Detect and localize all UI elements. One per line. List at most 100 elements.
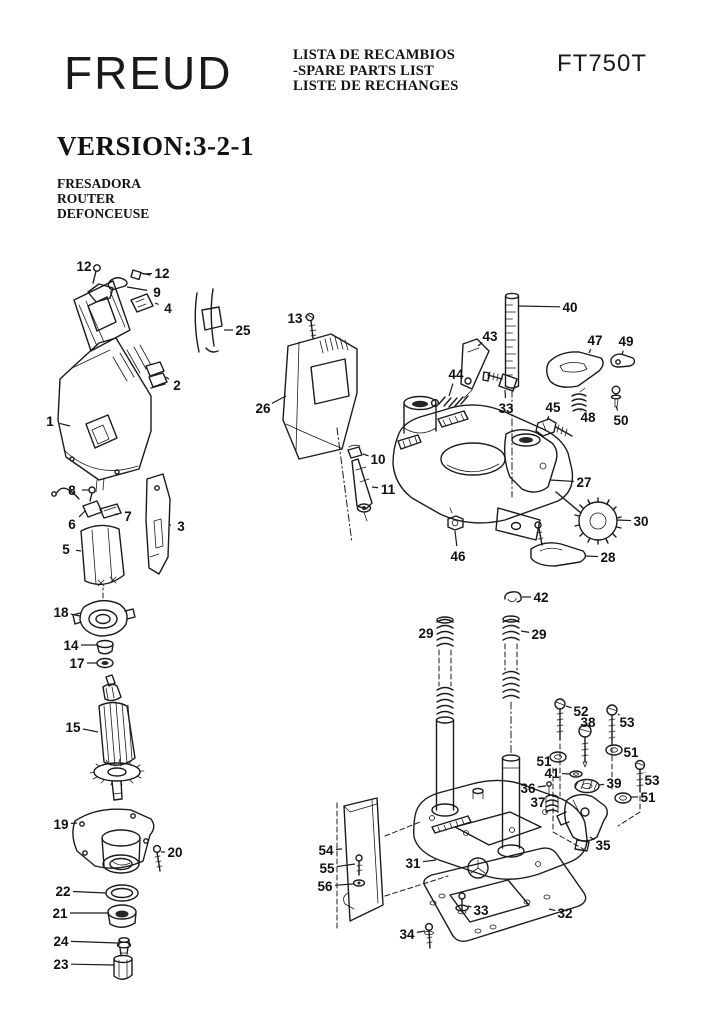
callout-leader-line: [616, 519, 632, 522]
part-callout-41: 41: [544, 766, 560, 781]
part-callout-50: 50: [613, 413, 628, 428]
part-callout-39: 39: [606, 776, 621, 791]
callout-leader-line: [589, 836, 595, 841]
part-callout-12: 12: [154, 266, 169, 281]
armature-art: [72, 587, 145, 801]
part-callout-23: 23: [53, 957, 69, 972]
part-callout-12: 12: [76, 259, 91, 274]
part-callout-28: 28: [600, 550, 616, 565]
part-callout-55: 55: [319, 861, 335, 876]
part-callout-8: 8: [68, 483, 76, 498]
callout-leader-line: [584, 555, 599, 558]
part-callout-31: 31: [405, 856, 421, 871]
part-callout-17: 17: [69, 656, 84, 671]
router-base-art: [392, 292, 636, 567]
part-callout-24: 24: [53, 934, 69, 949]
part-callout-42: 42: [533, 590, 548, 605]
part-callout-52: 52: [573, 704, 588, 719]
part-callout-11: 11: [381, 482, 396, 497]
part-callout-5: 5: [62, 542, 70, 557]
part-callout-29: 29: [418, 626, 433, 641]
callout-leader-line: [126, 286, 148, 291]
callout-leader-line: [271, 395, 287, 404]
callout-leader-line: [454, 530, 458, 547]
callout-leader-line: [548, 908, 556, 912]
part-callout-35: 35: [595, 838, 611, 853]
top-cover-art: [282, 312, 373, 544]
stator-brush-art: [51, 473, 171, 587]
part-callout-4: 4: [164, 301, 172, 316]
callout-leader-line: [82, 728, 99, 733]
part-callout-26: 26: [255, 401, 271, 416]
callout-leader-line: [546, 415, 550, 421]
callout-leader-line: [580, 410, 582, 412]
callout-leader-line: [588, 348, 592, 354]
part-callout-45: 45: [545, 400, 561, 415]
callout-leader-line: [59, 422, 71, 427]
callout-leader-line: [520, 630, 530, 633]
product-fr: DEFONCEUSE: [57, 205, 150, 221]
part-callout-44: 44: [448, 367, 464, 382]
part-callout-1: 1: [46, 414, 54, 429]
motor-housing-art: [57, 264, 223, 493]
part-callout-10: 10: [370, 452, 385, 467]
part-callout-51: 51: [536, 754, 552, 769]
part-callout-53: 53: [619, 715, 635, 730]
part-callout-53: 53: [644, 773, 660, 788]
callout-leader-line: [371, 486, 379, 489]
part-callout-22: 22: [55, 884, 70, 899]
part-callout-36: 36: [520, 781, 536, 796]
part-callout-30: 30: [633, 514, 648, 529]
part-callout-33: 33: [498, 401, 514, 416]
part-callout-27: 27: [576, 475, 591, 490]
callout-leader-line: [70, 963, 115, 966]
part-callout-25: 25: [235, 323, 251, 338]
part-callout-54: 54: [318, 843, 334, 858]
title-line-fr: LISTE DE RECHANGES: [293, 78, 459, 95]
callout-leader-line: [154, 302, 159, 305]
part-callout-34: 34: [399, 927, 415, 942]
product-name-block: FRESADORA ROUTER DEFONCEUSE: [57, 176, 150, 221]
callout-leader-line: [165, 376, 170, 380]
callout-leader-line: [422, 859, 437, 863]
part-callout-37: 37: [530, 795, 545, 810]
part-callout-9: 9: [153, 285, 161, 300]
callout-leader-line: [448, 383, 454, 397]
brand-logo: FREUD: [64, 47, 233, 99]
part-callout-14: 14: [63, 638, 79, 653]
part-callout-29: 29: [531, 627, 546, 642]
callout-leader-line: [477, 341, 483, 347]
callout-leader-line: [467, 905, 472, 908]
callout-leader-line: [615, 405, 619, 411]
part-callout-40: 40: [562, 300, 577, 315]
callout-leader-line: [75, 549, 82, 552]
part-callout-46: 46: [450, 549, 466, 564]
part-callout-21: 21: [52, 906, 68, 921]
callout-leader-line: [70, 613, 81, 617]
model-number: FT750T: [557, 50, 648, 77]
callout-leader-line: [617, 713, 620, 716]
callout-leader-line: [416, 930, 426, 933]
callout-leader-line: [72, 890, 107, 894]
document-title-block: LISTA DE RECAMBIOS -SPARE PARTS LIST LIS…: [293, 47, 459, 95]
part-callout-51: 51: [623, 745, 639, 760]
part-callout-6: 6: [68, 517, 76, 532]
part-callout-2: 2: [173, 378, 181, 393]
callout-leader-line: [537, 785, 547, 788]
part-callout-33: 33: [473, 903, 489, 918]
callout-leader-line: [334, 883, 354, 886]
part-callout-19: 19: [53, 817, 68, 832]
version-label: VERSION:3-2-1: [57, 131, 255, 161]
plunge-base-art: [336, 591, 646, 949]
callout-leader-line: [598, 783, 605, 786]
part-callout-7: 7: [124, 509, 132, 524]
part-callout-56: 56: [317, 879, 333, 894]
callout-leader-line: [70, 940, 119, 944]
part-callout-48: 48: [580, 410, 596, 425]
part-callout-32: 32: [557, 906, 572, 921]
part-callout-49: 49: [618, 334, 633, 349]
callout-leader-line: [362, 453, 369, 457]
